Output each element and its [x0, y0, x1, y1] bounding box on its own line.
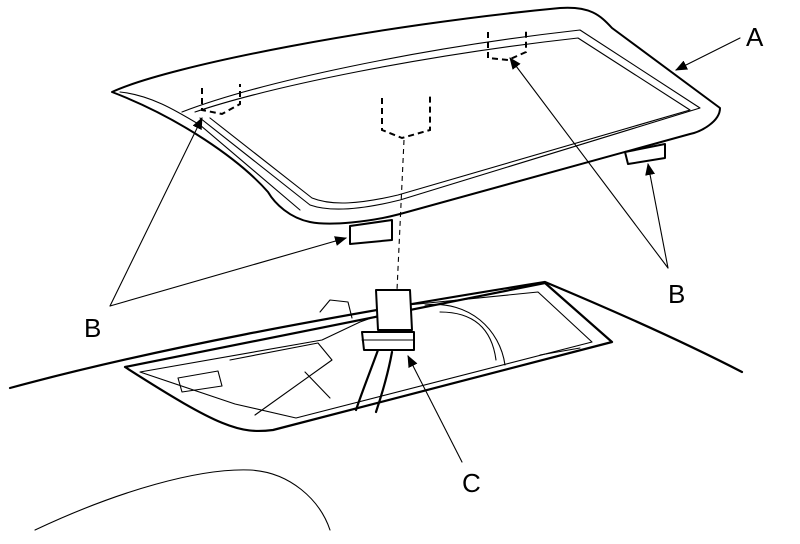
- headliner-body: [8, 280, 744, 531]
- headliner-opening: [123, 281, 614, 433]
- leader-b-right-lower: [645, 163, 669, 269]
- label-a: A: [746, 22, 764, 52]
- leader-b-left-upper: [109, 117, 203, 307]
- leader-c: [407, 355, 463, 463]
- lens-tab-right: [624, 143, 666, 165]
- lens-tab-front: [349, 219, 393, 245]
- leader-b-left-lower: [109, 236, 347, 307]
- hidden-clips: [201, 30, 527, 291]
- leader-a: [675, 37, 741, 71]
- label-b-right: B: [668, 279, 685, 309]
- leader-b-right-upper: [509, 57, 669, 269]
- connector-harness: [354, 289, 415, 414]
- label-c: C: [462, 468, 481, 498]
- callout-leaders: [109, 37, 741, 463]
- label-b-left: B: [84, 313, 101, 343]
- dome-light-lens: [111, 6, 721, 245]
